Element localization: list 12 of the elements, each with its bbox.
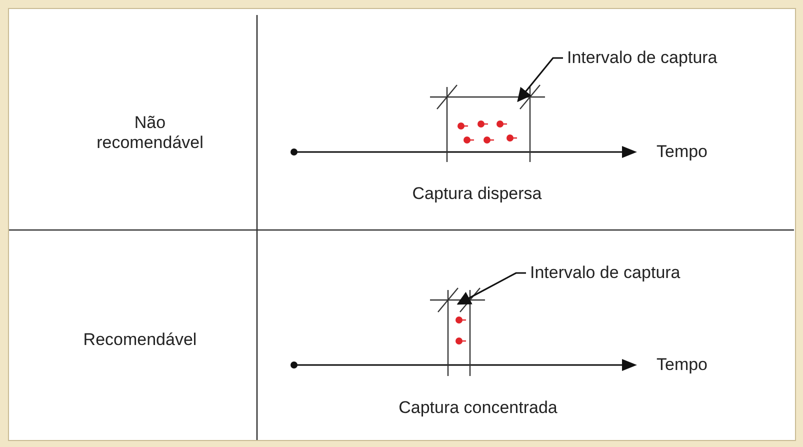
row-heading: Recomendável bbox=[83, 330, 197, 350]
callout-text: Intervalo de captura bbox=[567, 48, 718, 68]
row-heading: Não recomendável bbox=[96, 113, 204, 153]
capture-interval-drawing bbox=[430, 288, 485, 376]
caption-text: Captura dispersa bbox=[412, 184, 542, 204]
axis-label: Tempo bbox=[656, 355, 708, 375]
caption-text: Captura concentrada bbox=[398, 398, 558, 418]
callout-text: Intervalo de captura bbox=[530, 263, 680, 283]
leader-arrow bbox=[517, 57, 563, 102]
axis-label: Tempo bbox=[656, 142, 708, 162]
leader-arrow bbox=[456, 272, 526, 305]
capture-interval-drawing bbox=[430, 84, 545, 162]
